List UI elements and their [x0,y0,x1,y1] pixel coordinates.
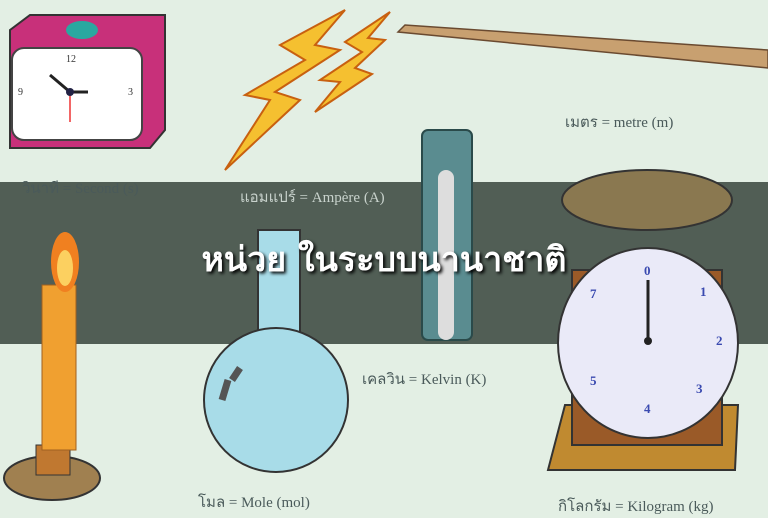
unit-label-second: วินาที = Second (s) [22,181,139,197]
svg-text:0: 0 [644,263,651,278]
svg-text:12: 12 [66,54,76,65]
svg-text:2: 2 [716,333,723,348]
svg-text:7: 7 [590,286,597,301]
svg-text:4: 4 [644,401,651,416]
svg-text:3: 3 [128,87,133,98]
scale-icon: 0 1 2 3 4 5 7 [546,169,740,471]
lightning-icon [224,9,391,171]
unit-label-metre: เมตร = metre (m) [565,115,674,131]
unit-label-mole: โมล = Mole (mol) [198,495,310,511]
candle-icon [3,232,101,501]
svg-text:9: 9 [18,87,23,98]
ruler-icon [396,24,768,69]
svg-text:5: 5 [590,373,597,388]
svg-text:3: 3 [696,381,703,396]
flask-icon [203,229,349,473]
clock-icon: 12 3 9 [9,14,166,149]
page-title: หน่วย ในระบบนานาชาติ [201,240,567,280]
svg-text:1: 1 [700,284,707,299]
thermometer-icon [421,129,473,341]
unit-label-kelvin: เคลวิน = Kelvin (K) [362,372,487,388]
unit-label-kilogram: กิโลกรัม = Kilogram (kg) [558,499,714,515]
unit-label-ampere: แอมแปร์ = Ampère (A) [240,190,385,206]
